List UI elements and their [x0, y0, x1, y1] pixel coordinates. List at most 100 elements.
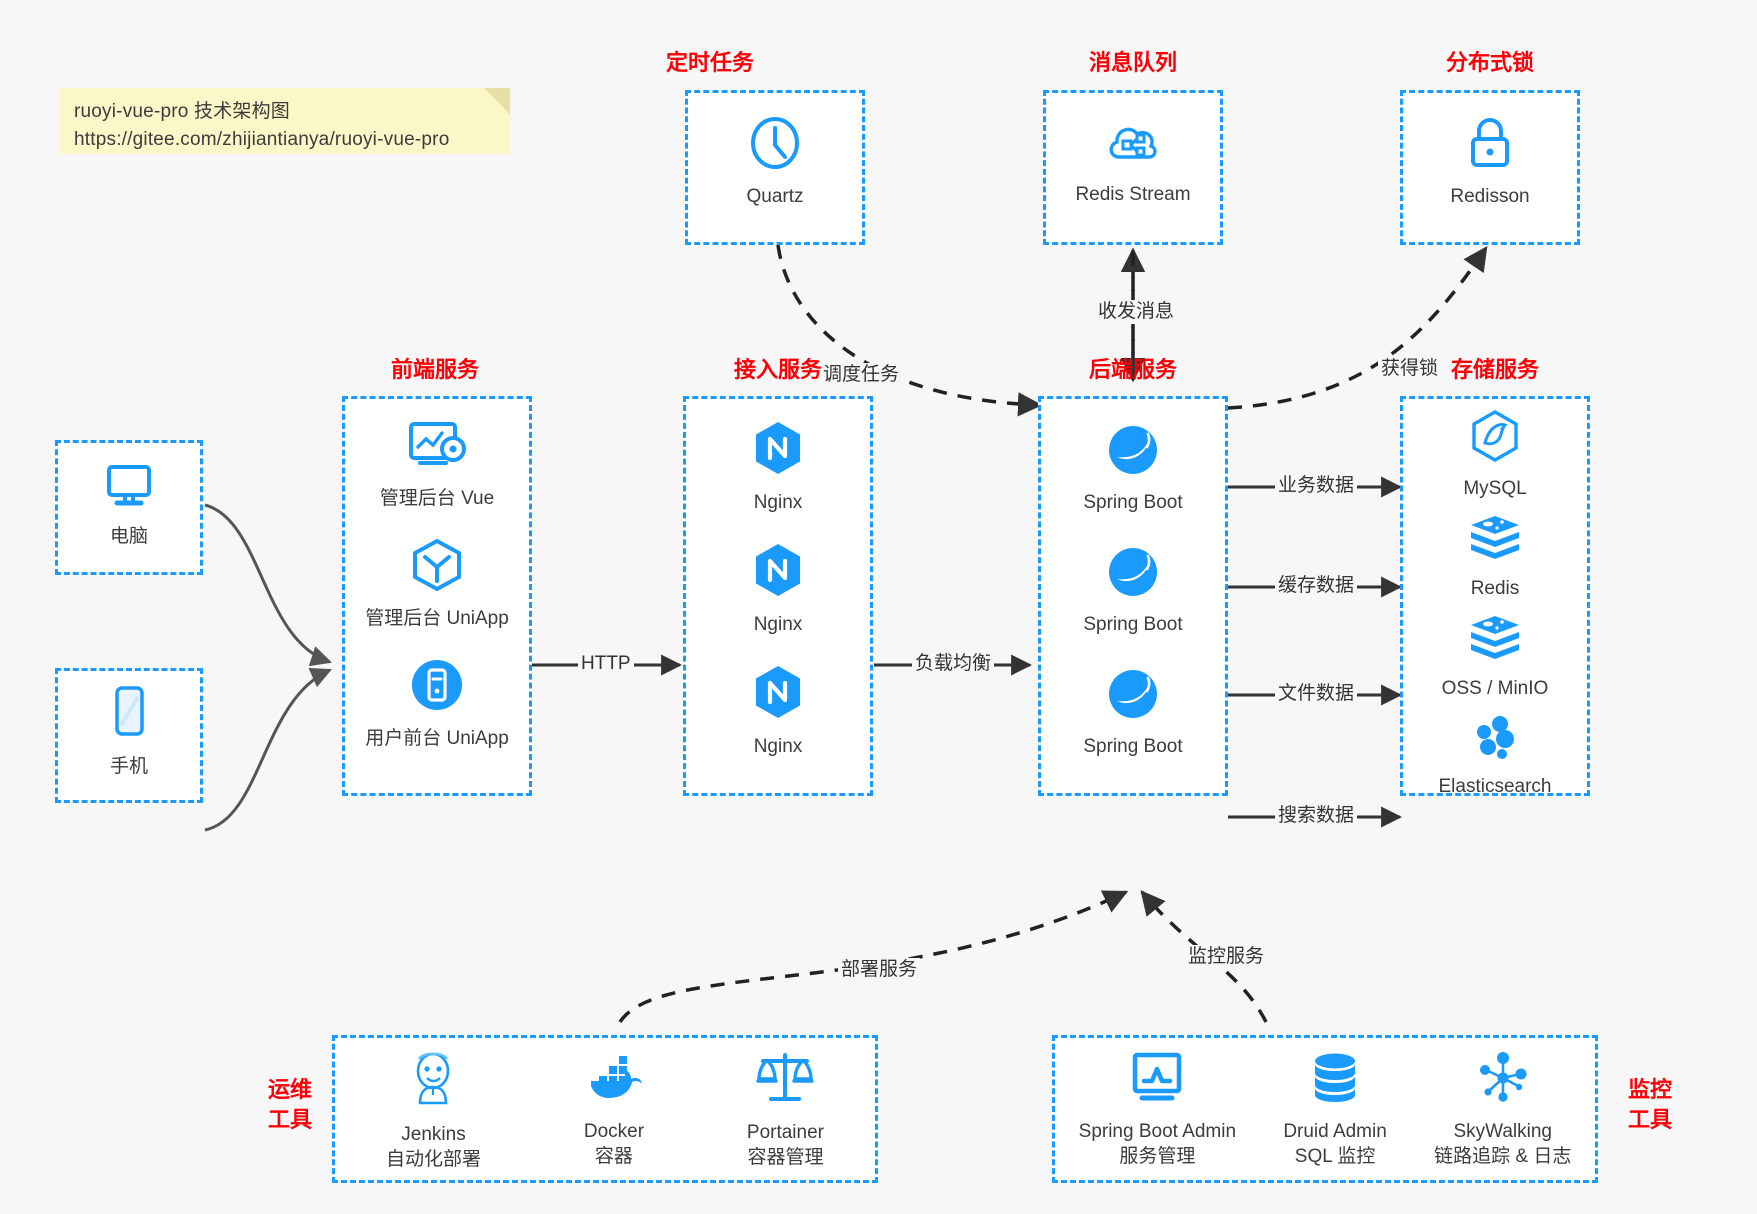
- architecture-note: ruoyi-vue-pro 技术架构图 https://gitee.com/zh…: [60, 88, 510, 154]
- node-admin-vue[interactable]: 管理后台 Vue: [345, 419, 529, 511]
- edge-label-http: HTTP: [578, 652, 634, 676]
- node-spring-boot-1[interactable]: Spring Boot: [1041, 423, 1225, 515]
- group-distributed-lock: Redisson: [1400, 90, 1580, 245]
- edge-label-deploy-service: 部署服务: [838, 958, 921, 982]
- group-title-message-queue: 消息队列: [1088, 50, 1177, 75]
- node-box-mobile[interactable]: 手机: [55, 668, 203, 803]
- node-redis[interactable]: Redis: [1403, 513, 1587, 601]
- node-label: 手机: [109, 756, 148, 777]
- lock-icon: [1465, 115, 1515, 176]
- edge-label-cache-data: 缓存数据: [1275, 574, 1358, 598]
- node-desktop: 电脑: [58, 459, 200, 549]
- node-desc: 链路追踪 & 日志: [1434, 1145, 1572, 1167]
- node-desc: 容器: [594, 1145, 633, 1167]
- node-label: Quartz: [746, 186, 804, 207]
- nginx-icon: [751, 663, 805, 726]
- spring-boot-icon: [1106, 667, 1160, 726]
- node-label: SkyWalking: [1453, 1120, 1552, 1142]
- edge-label-acquire-lock: 获得锁: [1378, 357, 1442, 381]
- node-label: Jenkins: [401, 1123, 466, 1145]
- node-redis-stream[interactable]: Redis Stream: [1046, 117, 1220, 207]
- edge-label-monitor-service: 监控服务: [1185, 945, 1268, 969]
- edge-label-load-balance: 负载均衡: [912, 652, 995, 676]
- group-title-scheduled-task: 定时任务: [665, 50, 754, 75]
- desktop-icon: [101, 459, 157, 516]
- cloud-stream-icon: [1105, 117, 1161, 174]
- node-label: Redis Stream: [1075, 184, 1191, 205]
- dashboard-gear-icon: [406, 419, 468, 478]
- group-scheduled-task: Quartz: [685, 90, 865, 245]
- node-redisson[interactable]: Redisson: [1403, 115, 1577, 209]
- node-druid-admin[interactable]: Druid Admin SQL 监控: [1283, 1050, 1387, 1169]
- group-title-distributed-lock: 分布式锁: [1445, 50, 1534, 75]
- node-mysql[interactable]: MySQL: [1403, 409, 1587, 501]
- group-message-queue: Redis Stream: [1043, 90, 1223, 245]
- node-docker[interactable]: Docker 容器: [583, 1050, 645, 1169]
- cube-icon: [410, 537, 464, 598]
- spring-boot-icon: [1106, 423, 1160, 482]
- group-title-devops-line1: 运维: [267, 1077, 312, 1102]
- node-desc: 自动化部署: [385, 1148, 481, 1170]
- node-nginx-3[interactable]: Nginx: [686, 663, 870, 759]
- group-monitor: Spring Boot Admin 服务管理 Druid Admin SQL 监…: [1052, 1035, 1598, 1183]
- group-title-devops-line2: 工具: [267, 1107, 312, 1132]
- note-fold-corner: [484, 88, 510, 114]
- app-tile-icon: [409, 657, 465, 718]
- node-elasticsearch[interactable]: Elasticsearch: [1403, 713, 1587, 799]
- edge-label-schedule-task: 调度任务: [820, 363, 903, 387]
- scales-icon: [755, 1049, 815, 1112]
- node-nginx-2[interactable]: Nginx: [686, 541, 870, 637]
- node-label: Nginx: [753, 492, 803, 513]
- node-spring-boot-admin[interactable]: Spring Boot Admin 服务管理: [1079, 1050, 1236, 1169]
- node-label: 管理后台 UniApp: [365, 608, 509, 629]
- node-box-desktop[interactable]: 电脑: [55, 440, 203, 575]
- nginx-icon: [751, 419, 805, 482]
- node-spring-boot-3[interactable]: Spring Boot: [1041, 667, 1225, 759]
- node-label: Nginx: [753, 614, 803, 635]
- node-desc: SQL 监控: [1294, 1145, 1376, 1167]
- node-label: Docker: [583, 1120, 645, 1142]
- node-label: 用户前台 UniApp: [365, 728, 509, 749]
- node-oss-minio[interactable]: OSS / MinIO: [1403, 613, 1587, 701]
- node-portainer[interactable]: Portainer 容器管理: [747, 1049, 824, 1170]
- jenkins-icon: [404, 1047, 462, 1114]
- node-jenkins[interactable]: Jenkins 自动化部署: [386, 1047, 481, 1172]
- redis-icon: [1467, 513, 1523, 568]
- node-desc: 服务管理: [1119, 1145, 1196, 1167]
- node-label: Redisson: [1450, 186, 1530, 207]
- group-devops: Jenkins 自动化部署 Docker 容器: [332, 1035, 878, 1183]
- redis-icon: [1467, 613, 1523, 668]
- node-desc: 容器管理: [747, 1146, 824, 1168]
- spring-boot-icon: [1106, 545, 1160, 604]
- node-label: OSS / MinIO: [1441, 678, 1549, 699]
- group-title-storage: 存储服务: [1450, 357, 1539, 382]
- node-label: 电脑: [109, 526, 148, 547]
- skywalking-icon: [1474, 1050, 1532, 1111]
- note-title: ruoyi-vue-pro 技术架构图: [74, 101, 291, 122]
- mysql-icon: [1469, 409, 1521, 468]
- edge-label-business-data: 业务数据: [1275, 474, 1358, 498]
- node-label: Spring Boot Admin: [1078, 1120, 1237, 1142]
- node-nginx-1[interactable]: Nginx: [686, 419, 870, 515]
- node-label: Nginx: [753, 736, 803, 757]
- group-backend: Spring Boot Spring Boot Spring Boot: [1038, 396, 1228, 796]
- node-quartz[interactable]: Quartz: [688, 115, 862, 209]
- node-admin-uniapp[interactable]: 管理后台 UniApp: [345, 537, 529, 631]
- node-label: Spring Boot: [1083, 492, 1183, 513]
- group-title-monitor-line2: 工具: [1627, 1107, 1672, 1132]
- note-url: https://gitee.com/zhijiantianya/ruoyi-vu…: [74, 129, 450, 150]
- docker-icon: [583, 1050, 645, 1111]
- clock-icon: [747, 115, 803, 176]
- group-frontend: 管理后台 Vue 管理后台 UniApp 用户前台 UniApp: [342, 396, 532, 796]
- node-user-uniapp[interactable]: 用户前台 UniApp: [345, 657, 529, 751]
- edge-label-search-data: 搜索数据: [1275, 804, 1358, 828]
- node-label: Spring Boot: [1083, 736, 1183, 757]
- group-title-monitor: 监控 工具: [1615, 1075, 1685, 1135]
- monitor-chart-icon: [1128, 1050, 1186, 1111]
- nginx-icon: [751, 541, 805, 604]
- node-spring-boot-2[interactable]: Spring Boot: [1041, 545, 1225, 637]
- group-storage: MySQL Redis: [1400, 396, 1590, 799]
- database-icon: [1308, 1050, 1362, 1111]
- node-label: Druid Admin: [1283, 1120, 1387, 1142]
- node-skywalking[interactable]: SkyWalking 链路追踪 & 日志: [1434, 1050, 1571, 1169]
